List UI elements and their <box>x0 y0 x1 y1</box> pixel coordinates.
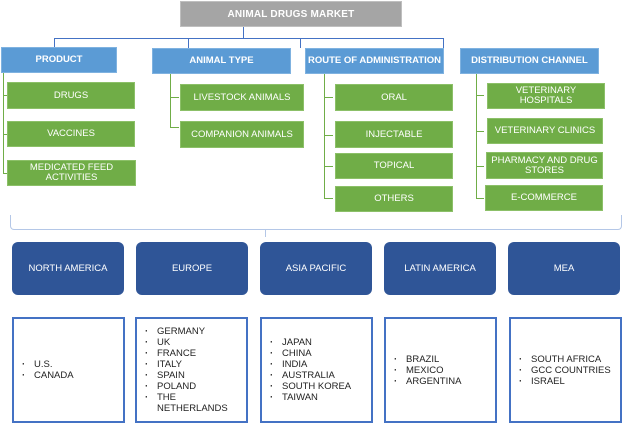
country-item: AUSTRALIA <box>270 370 351 381</box>
country-item: INDIA <box>270 359 351 370</box>
tree-tick <box>476 95 484 96</box>
tree-tick <box>3 134 8 135</box>
category-product: PRODUCT <box>1 47 117 73</box>
country-item: SOUTH AFRICA <box>519 354 611 365</box>
product-item-medicated-feed: MEDICATED FEED ACTIVITIES <box>7 160 136 186</box>
country-item: GCC COUNTRIES <box>519 365 611 376</box>
connector-title-stem <box>243 27 244 39</box>
country-item: TAIWAN <box>270 392 351 403</box>
country-item: ISRAEL <box>519 376 611 387</box>
tree-tick <box>3 173 8 174</box>
tree-tick <box>476 198 484 199</box>
diagram-title: ANIMAL DRUGS MARKET <box>180 1 402 27</box>
route-item-others: OTHERS <box>335 186 453 212</box>
region-europe: EUROPE <box>136 242 248 295</box>
region-latin-america: LATIN AMERICA <box>384 242 496 295</box>
tree-tick <box>476 131 484 132</box>
connector-horizontal <box>54 38 444 39</box>
tree-tick <box>170 97 179 98</box>
distribution-item-pharmacy: PHARMACY AND DRUG STORES <box>486 152 603 179</box>
region-north-america: NORTH AMERICA <box>12 242 124 295</box>
country-item: UK <box>145 337 217 348</box>
route-item-topical: TOPICAL <box>335 153 453 179</box>
tree-tick <box>324 97 333 98</box>
region-asia-pacific: ASIA PACIFIC <box>260 242 372 295</box>
tree-tick <box>170 127 179 128</box>
route-item-oral: ORAL <box>335 84 453 111</box>
country-list-asia-pacific: JAPAN CHINA INDIA AUSTRALIA SOUTH KOREA … <box>260 317 373 423</box>
connector-product <box>54 38 55 48</box>
country-item: ITALY <box>145 359 217 370</box>
country-item: ARGENTINA <box>394 376 461 387</box>
country-list-mea: SOUTH AFRICA GCC COUNTRIES ISRAEL <box>509 317 622 423</box>
tree-tick <box>324 135 333 136</box>
country-item: SOUTH KOREA <box>270 381 351 392</box>
tree-tick <box>476 166 484 167</box>
country-list-europe: GERMANY UK FRANCE ITALY SPAIN POLAND THE… <box>135 317 248 423</box>
route-item-injectable: INJECTABLE <box>335 121 453 148</box>
animal-type-item-companion: COMPANION ANIMALS <box>180 121 304 148</box>
region-bracket <box>10 215 622 230</box>
tree-line-route <box>324 74 325 198</box>
country-item: CHINA <box>270 348 351 359</box>
connector-animal-type <box>188 38 189 48</box>
distribution-item-vet-hospitals: VETERINARY HOSPITALS <box>487 83 605 109</box>
category-distribution-channel: DISTRIBUTION CHANNEL <box>460 48 599 74</box>
country-item: MEXICO <box>394 365 461 376</box>
bracket-tip <box>265 230 266 237</box>
tree-line-product <box>3 73 4 174</box>
connector-route <box>300 38 301 48</box>
country-item: FRANCE <box>145 348 217 359</box>
country-item: GERMANY <box>145 326 217 337</box>
tree-tick <box>3 95 8 96</box>
country-item: U.S. <box>22 359 74 370</box>
country-item: SPAIN <box>145 370 217 381</box>
product-item-drugs: DRUGS <box>7 82 135 109</box>
tree-line-distribution <box>476 74 477 198</box>
tree-tick <box>324 198 333 199</box>
country-item: CANADA <box>22 370 74 381</box>
tree-tick <box>324 166 333 167</box>
region-mea: MEA <box>508 242 620 295</box>
country-item: THE NETHERLANDS <box>145 392 228 414</box>
distribution-item-ecommerce: E-COMMERCE <box>485 185 603 211</box>
product-item-vaccines: VACCINES <box>7 121 135 147</box>
country-list-latin-america: BRAZIL MEXICO ARGENTINA <box>384 317 497 423</box>
tree-line-animal-type <box>170 74 171 128</box>
distribution-item-vet-clinics: VETERINARY CLINICS <box>487 118 603 144</box>
animal-type-item-livestock: LIVESTOCK ANIMALS <box>180 84 304 111</box>
country-list-north-america: U.S. CANADA <box>12 317 125 423</box>
country-item: BRAZIL <box>394 354 461 365</box>
country-item: POLAND <box>145 381 217 392</box>
connector-distribution <box>443 38 444 48</box>
category-route-of-administration: ROUTE OF ADMINISTRATION <box>305 48 444 74</box>
category-animal-type: ANIMAL TYPE <box>152 48 291 74</box>
country-item: JAPAN <box>270 337 351 348</box>
